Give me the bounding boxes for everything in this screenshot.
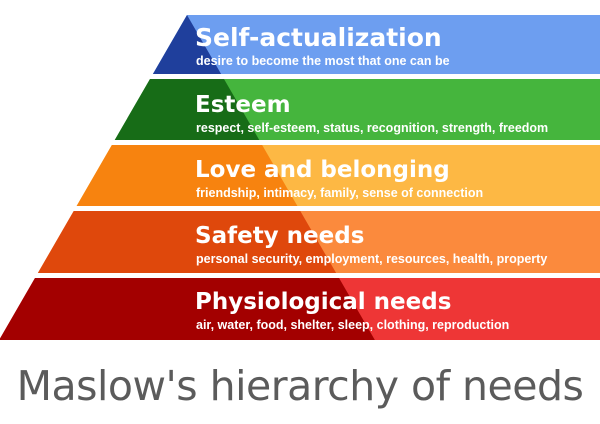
level-1-name: Self-actualization [195, 23, 442, 52]
diagram-title: Maslow's hierarchy of needs [16, 362, 584, 410]
level-1-band [152, 15, 600, 74]
level-5-description: air, water, food, shelter, sleep, clothi… [196, 318, 509, 332]
level-2-shade [114, 79, 260, 140]
level-2-description: respect, self-esteem, status, recognitio… [196, 121, 548, 135]
level-1-shade [152, 15, 222, 74]
level-1-description: desire to become the most that one can b… [196, 54, 450, 68]
level-5-name: Physiological needs [195, 289, 451, 315]
level-3-name: Love and belonging [195, 157, 450, 183]
level-4-name: Safety needs [195, 223, 364, 249]
level-5-shade [0, 278, 375, 340]
level-4-shade [37, 211, 337, 273]
level-2-name: Esteem [195, 92, 291, 118]
pyramid-diagram: Self-actualization desire to become the … [0, 15, 600, 340]
level-3-description: friendship, intimacy, family, sense of c… [196, 186, 483, 200]
level-4-description: personal security, employment, resources… [196, 252, 547, 266]
level-3-shade [76, 145, 298, 206]
